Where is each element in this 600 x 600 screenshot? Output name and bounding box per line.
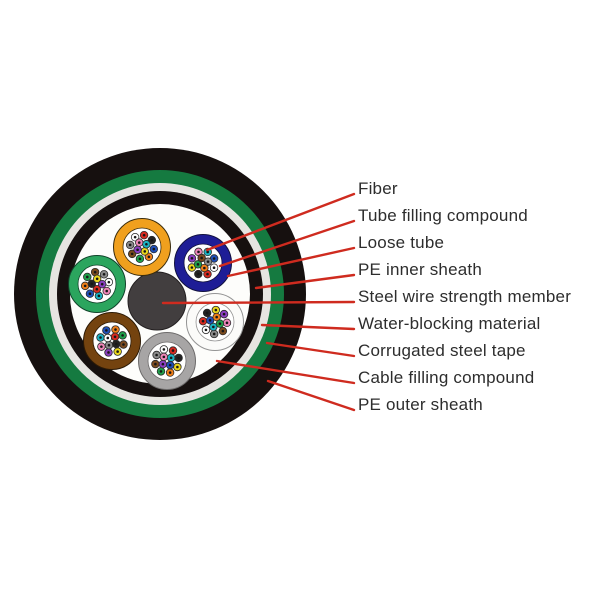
- leader-line-3: [254, 273, 356, 290]
- fiber-core: [206, 272, 209, 276]
- fiber-core: [212, 325, 215, 329]
- fiber-core: [208, 319, 212, 322]
- label-pe-outer-sheath: PE outer sheath: [358, 395, 483, 414]
- fiber-core: [196, 263, 200, 266]
- label-fiber: Fiber: [358, 179, 398, 198]
- fiber-core: [162, 348, 166, 351]
- fiber-core: [218, 322, 222, 325]
- fiber-core: [212, 266, 216, 269]
- fiber-core: [197, 272, 200, 276]
- fiber-core: [197, 250, 200, 254]
- fiber-core: [147, 255, 151, 259]
- loose-tube-blue-filling: [183, 243, 223, 283]
- fiber-core: [97, 294, 101, 298]
- fiber-core: [222, 312, 226, 316]
- fiber-core: [114, 328, 117, 331]
- fiber-core: [169, 356, 173, 360]
- fiber-core: [205, 311, 209, 315]
- fiber-core: [143, 250, 147, 253]
- fiber-core: [93, 270, 97, 274]
- fiber-core: [190, 257, 194, 260]
- fiber-core: [155, 353, 158, 357]
- fiber-core: [128, 243, 132, 247]
- fiber-core: [88, 292, 92, 296]
- fiber-core: [203, 266, 206, 270]
- label-pe-inner-sheath: PE inner sheath: [358, 260, 482, 279]
- fiber-core: [83, 284, 87, 288]
- fiber-core: [206, 260, 210, 263]
- fiber-core: [190, 266, 194, 269]
- fiber-core: [215, 315, 218, 319]
- fiber-core: [85, 275, 89, 279]
- leader-line-0: [205, 192, 356, 252]
- fiber-core: [138, 257, 142, 261]
- fiber-core: [95, 277, 99, 281]
- fiber-core: [105, 289, 109, 293]
- fiber-core: [100, 345, 103, 348]
- fiber-core: [90, 282, 94, 286]
- fiber-core: [177, 356, 180, 360]
- fiber-core: [201, 319, 205, 323]
- leader-line-7: [215, 359, 356, 385]
- fiber-core: [212, 257, 216, 260]
- fiber-core: [142, 233, 146, 237]
- fiber-core: [212, 332, 216, 336]
- fiber-core: [152, 247, 156, 251]
- fiber-core: [150, 238, 154, 242]
- fiber-core: [133, 235, 137, 239]
- fiber-core: [121, 334, 124, 337]
- leader-line-8: [266, 379, 356, 412]
- fiber-core: [116, 350, 119, 353]
- fiber-core: [122, 343, 125, 346]
- leader-line-5: [260, 323, 356, 331]
- fiber-core: [136, 248, 139, 252]
- leader-line-4: [161, 300, 356, 305]
- fiber-core: [114, 342, 118, 346]
- fiber-core: [168, 371, 172, 374]
- fiber-core: [168, 363, 172, 367]
- fiber-core: [221, 329, 225, 333]
- label-water-blocking-material: Water-blocking material: [358, 314, 541, 333]
- fiber-core: [99, 336, 102, 339]
- leader-line-2: [226, 246, 356, 278]
- fiber-core: [154, 362, 157, 366]
- label-tube-filling-compound: Tube filling compound: [358, 206, 528, 225]
- fiber-core: [162, 355, 166, 359]
- steel-wire-strength-member: [127, 271, 187, 331]
- label-loose-tube: Loose tube: [358, 233, 445, 252]
- fiber-core: [130, 252, 134, 256]
- fiber-core: [204, 328, 208, 332]
- fiber-core: [171, 349, 175, 352]
- fiber-core: [137, 241, 141, 244]
- fiber-core: [225, 321, 229, 325]
- fiber-core: [214, 308, 218, 312]
- fiber-core: [107, 280, 111, 284]
- fiber-core: [159, 370, 163, 373]
- fiber-core: [113, 335, 117, 339]
- fiber-core: [106, 336, 110, 340]
- fiber-core: [95, 287, 99, 291]
- fiber-core: [107, 343, 111, 347]
- label-corrugated-steel-tape: Corrugated steel tape: [358, 341, 526, 360]
- label-cable-filling-compound: Cable filling compound: [358, 368, 535, 387]
- fiber-core: [100, 282, 104, 286]
- fiber-core: [176, 365, 179, 369]
- fiber-core: [107, 351, 110, 354]
- label-steel-wire-strength-member: Steel wire strength member: [358, 287, 572, 306]
- leader-line-1: [218, 219, 356, 268]
- fiber-core: [105, 329, 108, 332]
- fiber-core: [161, 362, 165, 366]
- fiber-core: [145, 242, 148, 246]
- fiber-core: [102, 272, 106, 276]
- fiber-core: [206, 250, 209, 254]
- leader-line-6: [265, 341, 356, 358]
- fiber-core: [200, 256, 203, 260]
